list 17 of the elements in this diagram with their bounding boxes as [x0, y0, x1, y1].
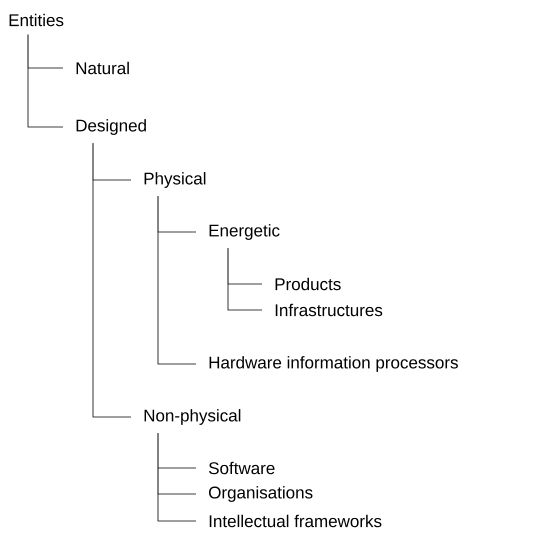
tree-label: Physical [144, 172, 206, 188]
tree-connector [28, 34, 64, 128]
tree-label: Entities [10, 14, 64, 26]
tree-label: Organisations [209, 486, 312, 502]
tree-connector [92, 142, 132, 418]
tree-label: Designed [76, 119, 146, 135]
tree-label: Products [276, 278, 341, 290]
tree-label: Energetic [210, 224, 280, 240]
tree-label: Intellectual frameworks [210, 514, 382, 528]
tree-label: Hardware information processors [210, 356, 458, 372]
tree-connector [158, 432, 196, 522]
tree-connector [228, 248, 262, 310]
tree-label: Infrastructures [276, 304, 382, 316]
tree-label: Software [208, 462, 275, 474]
tree-label: Non-physical [144, 409, 240, 425]
tree-label: Natural [76, 62, 129, 74]
tree-connector [158, 196, 196, 364]
